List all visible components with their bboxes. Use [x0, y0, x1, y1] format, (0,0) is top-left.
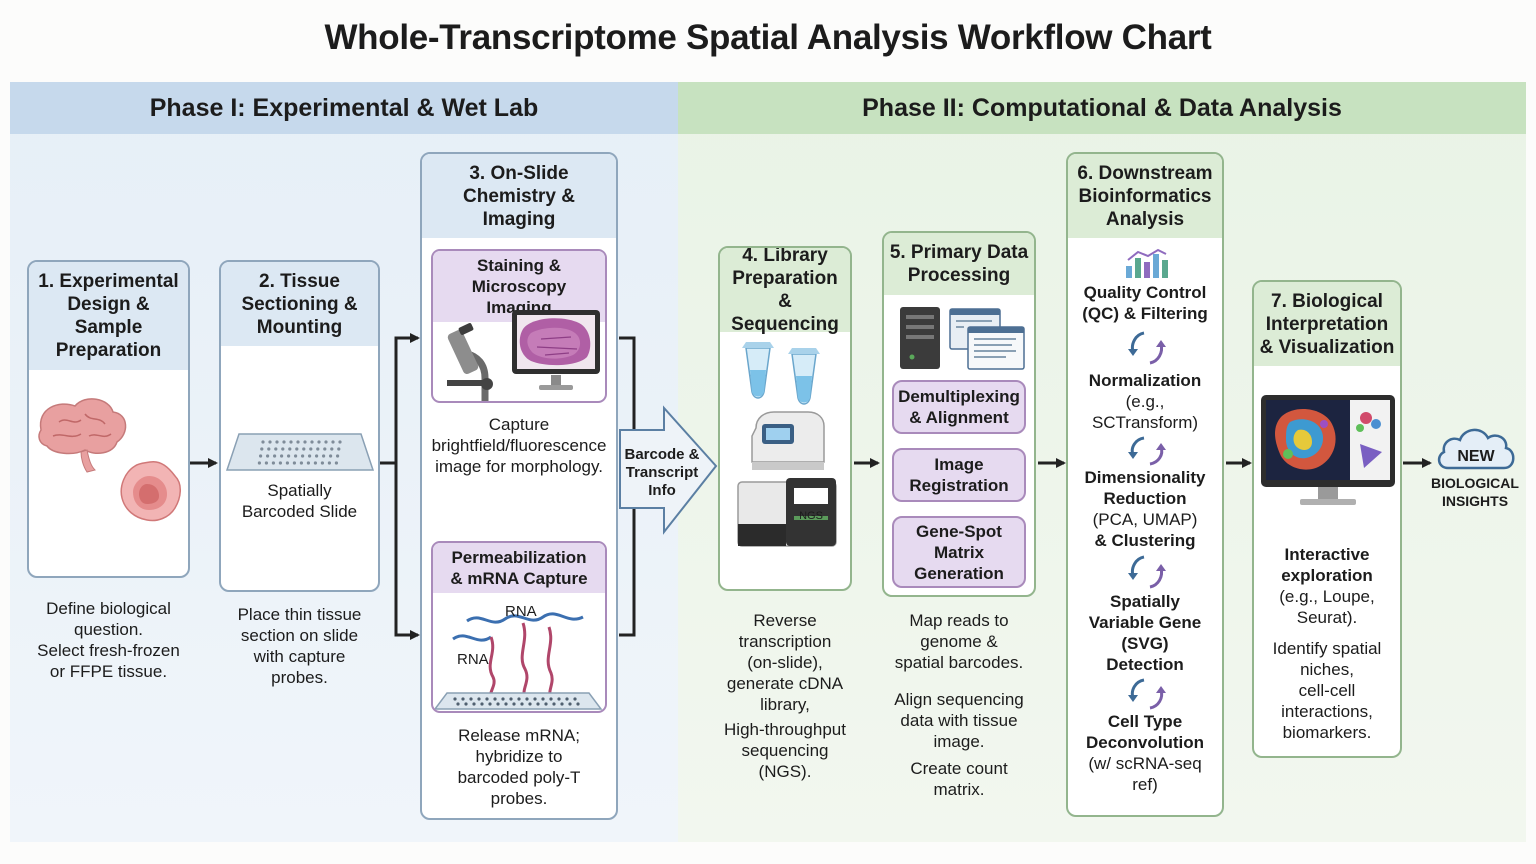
arrow-2-to-3b: [394, 463, 420, 640]
rna-capture-icon: [433, 612, 603, 710]
cycle-arrows-icon: [1128, 678, 1166, 710]
barcoded-slide-icon: [225, 433, 375, 471]
cycle-arrows-icon: [1128, 436, 1166, 466]
step2-description: Place thin tissue section on slide with …: [237, 605, 362, 687]
ngs-label: NGS: [799, 510, 823, 522]
step7-title: 7. Biological Interpretation & Visualiza…: [1254, 282, 1400, 366]
svg-detection-title: Spatially Variable Gene (SVG) Detection: [1088, 592, 1202, 674]
monitor-tissue-icon: [512, 310, 600, 390]
page-title: Whole-Transcriptome Spatial Analysis Wor…: [324, 18, 1212, 57]
bar-chart-icon: [1126, 248, 1168, 278]
tubes-icon: [742, 342, 820, 405]
step3-title: 3. On-Slide Chemistry & Imaging: [422, 154, 616, 238]
cycle-arrows-icon: [1128, 555, 1166, 589]
staining-description: Capture brightfield/fluorescence image f…: [431, 415, 607, 476]
deconvolution-title: Cell Type Deconvolution: [1085, 712, 1205, 752]
rna-label-top: RNA: [505, 603, 537, 620]
biological-insights-text: BIOLOGICAL INSIGHTS: [1431, 475, 1519, 509]
step5-title: 5. Primary Data Processing: [884, 233, 1034, 295]
step6-card: 6. Downstream Bioinformatics Analysis Qu…: [1066, 152, 1224, 817]
ngs-sequencer-icon: [737, 478, 837, 547]
visualization-monitor-icon: [1261, 395, 1395, 505]
qc-title: Quality Control (QC) & Filtering: [1082, 283, 1208, 323]
barcode-arrow-label: Barcode & Transcript Info: [624, 446, 700, 499]
step4-title: 4. Library Preparation & Sequencing: [720, 248, 850, 335]
clustering-title: & Clustering: [1094, 531, 1196, 550]
arrow-2-to-3a: [380, 333, 420, 465]
server-icon: [900, 307, 1025, 370]
rna-label-left: RNA: [457, 651, 489, 668]
tissue-sample-icon: [120, 460, 181, 522]
dimensionality-title: Dimensionality Reduction: [1084, 468, 1206, 508]
staining-panel: Staining & Microscopy Imaging: [431, 249, 607, 403]
step2-title: 2. Tissue Sectioning & Mounting: [221, 262, 378, 346]
arrow-3b-to-barcode: [619, 465, 636, 637]
interactive-exploration-title: Interactive exploration: [1281, 545, 1373, 585]
brain-icon: [38, 398, 127, 473]
barcode-transcript-arrow: [619, 405, 718, 535]
interactive-exploration-text: (e.g., Loupe, Seurat).: [1279, 587, 1375, 627]
step4-card: 4. Library Preparation & Sequencing NGS: [718, 246, 852, 591]
slide-label: Spatially Barcoded Slide: [241, 481, 358, 521]
normalization-text: (e.g., SCTransform): [1091, 392, 1199, 432]
permeabilization-panel: Permeabilization & mRNA Capture RNA RNA: [431, 541, 607, 713]
permeabilization-description: Release mRNA; hybridize to barcoded poly…: [457, 726, 581, 808]
normalization-title: Normalization: [1088, 371, 1202, 390]
deconvolution-text: (w/ scRNA-seq ref): [1088, 754, 1202, 794]
phase2-header: Phase II: Computational & Data Analysis: [678, 82, 1526, 134]
permeabilization-title: Permeabilization & mRNA Capture: [433, 543, 605, 593]
cloud-label: NEW: [1457, 448, 1495, 465]
dimensionality-text: (PCA, UMAP): [1092, 510, 1198, 529]
microscope-icon: [447, 323, 493, 401]
cloud-icon: [1437, 428, 1515, 470]
demultiplexing-pill: Demultiplexing& Alignment: [892, 380, 1026, 434]
step2-card: 2. Tissue Sectioning & Mounting Spatiall…: [219, 260, 380, 592]
phase1-header: Phase I: Experimental & Wet Lab: [10, 82, 678, 134]
step4-description: Reverse transcription (on-slide), genera…: [724, 611, 846, 781]
step5-description: Map reads to genome & spatial barcodes. …: [894, 611, 1024, 799]
step1-description: Define biological question. Select fresh…: [37, 599, 180, 681]
step1-card: 1. Experimental Design & Sample Preparat…: [27, 260, 190, 578]
thermocycler-icon: [751, 411, 825, 470]
spatial-niches-text: Identify spatial niches, cell-cell inter…: [1272, 639, 1382, 742]
cycle-arrows-icon: [1128, 331, 1166, 365]
step1-title: 1. Experimental Design & Sample Preparat…: [29, 262, 188, 370]
step6-title: 6. Downstream Bioinformatics Analysis: [1068, 154, 1222, 238]
step7-card: 7. Biological Interpretation & Visualiza…: [1252, 280, 1402, 758]
